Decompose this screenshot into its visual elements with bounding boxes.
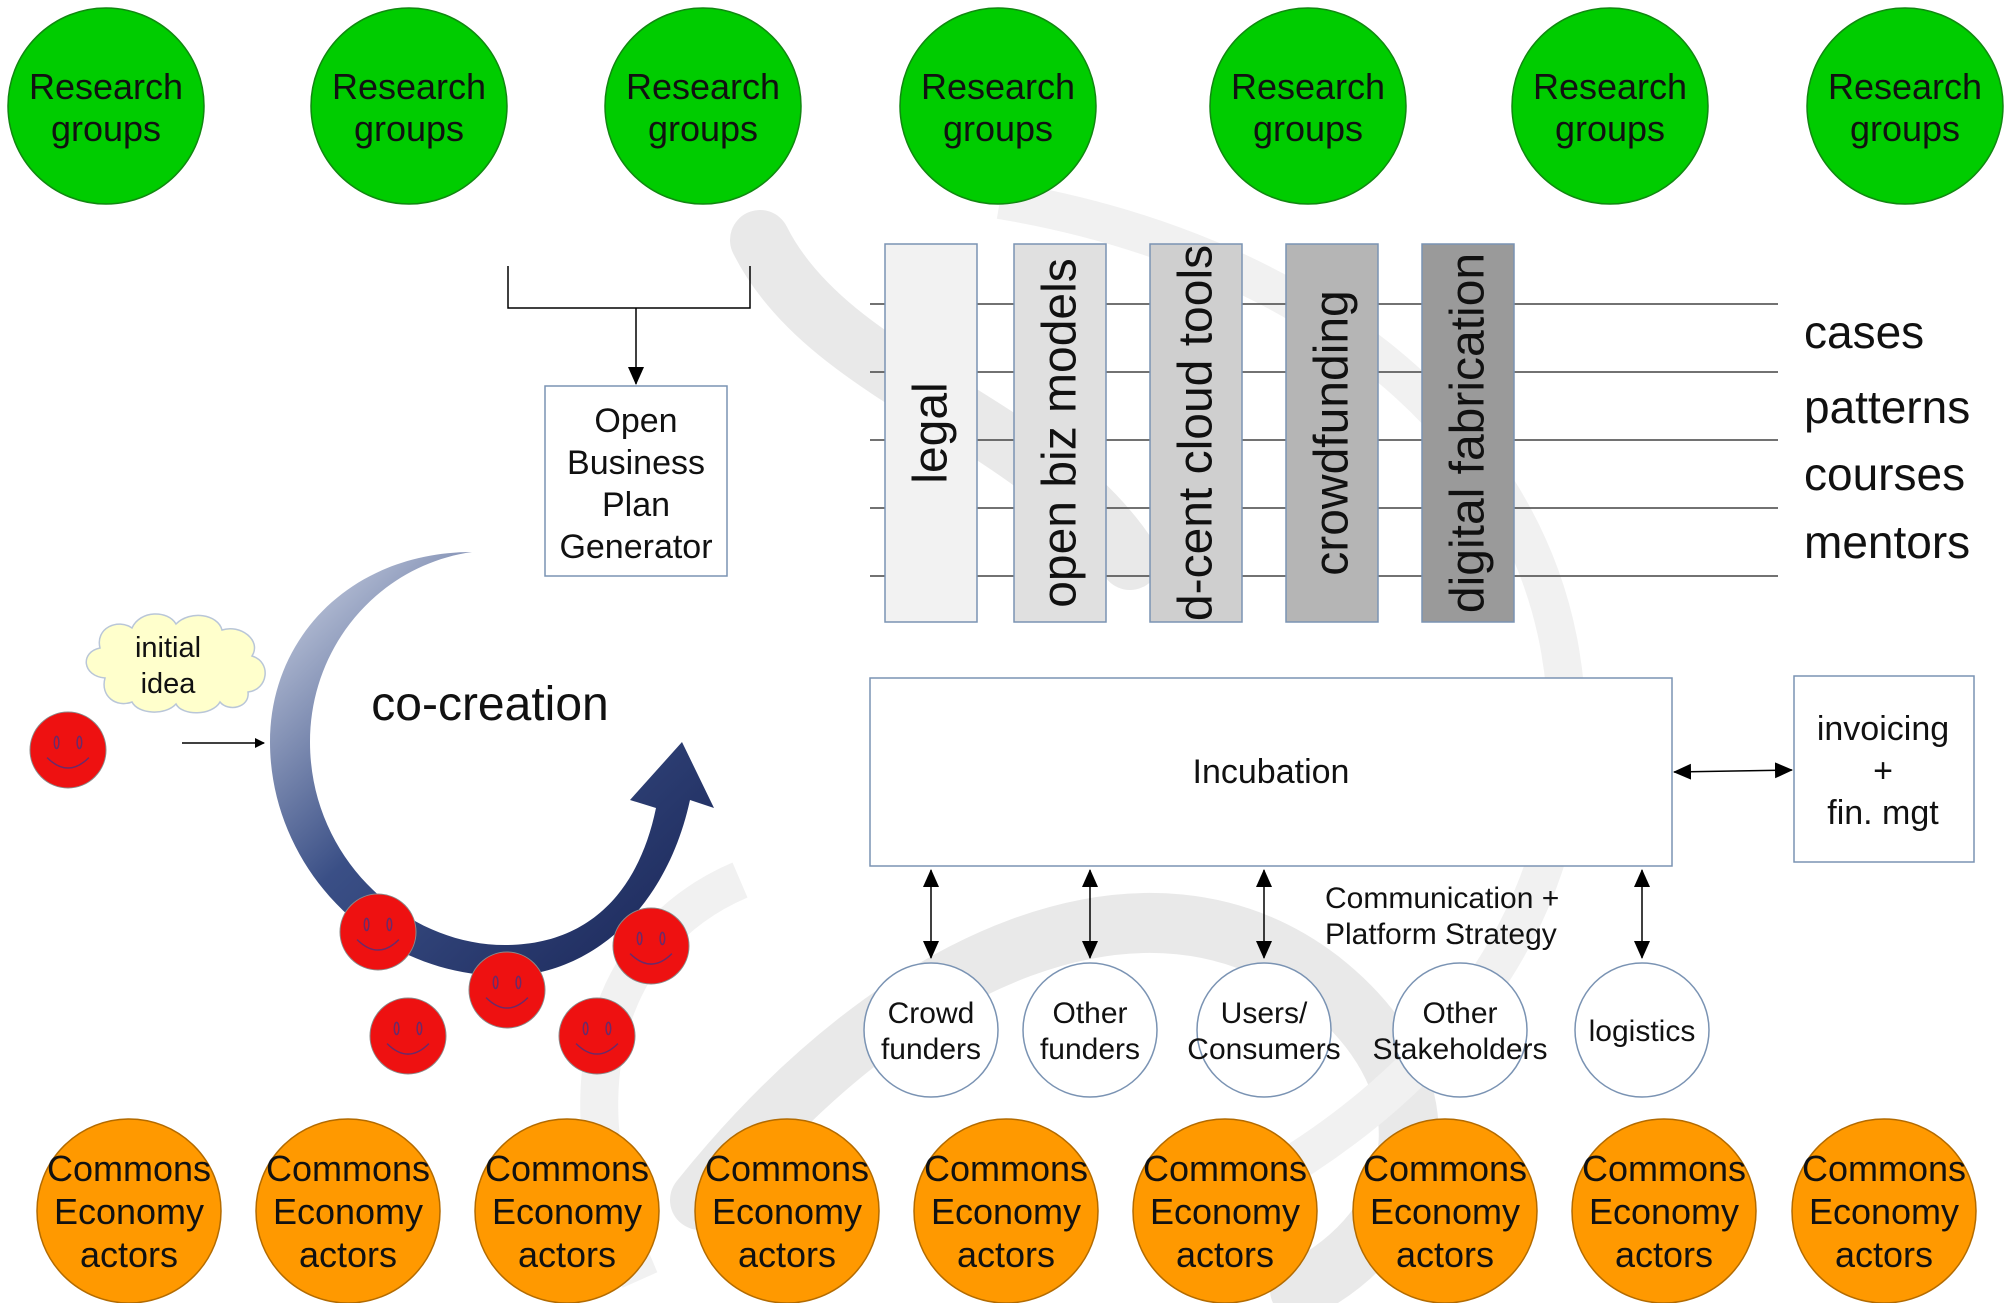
communication-label: Communication +Platform Strategy — [1325, 882, 1559, 951]
stakeholder-logistics: logistics — [1574, 962, 1710, 1098]
resource-label-mentors: mentors — [1804, 516, 1970, 568]
invoicing-box: invoicing+fin. mgt — [1793, 675, 1975, 863]
svg-text:logistics: logistics — [1589, 1015, 1696, 1048]
smiley-icon — [29, 711, 107, 789]
incubation-invoicing-arrow — [1673, 762, 1793, 780]
svg-text:Incubation: Incubation — [1193, 753, 1350, 791]
stakeholder-arrows — [923, 869, 1650, 959]
pillar-digital-fabrication: digital fabrication — [1421, 243, 1515, 623]
cocreation-label: co-creation — [371, 678, 608, 731]
resource-label-courses: courses — [1804, 448, 1965, 500]
smiley-icon — [612, 907, 690, 985]
smiley-icon — [468, 951, 546, 1029]
smiley-icon — [29, 711, 107, 789]
pillar-legal: legal — [884, 243, 978, 623]
participants-group — [339, 893, 690, 1075]
stakeholder-users-consumers: Users/Consumers — [1187, 962, 1341, 1098]
pillar-crowdfunding: crowdfunding — [1285, 243, 1379, 623]
svg-text:invoicing+fin. mgt: invoicing+fin. mgt — [1817, 710, 1949, 832]
resource-labels: cases patterns courses mentors — [1804, 306, 1970, 568]
svg-text:open biz models: open biz models — [1034, 258, 1087, 608]
smiley-icon — [558, 997, 636, 1075]
smiley-icon — [339, 893, 417, 971]
svg-text:Users/Consumers: Users/Consumers — [1187, 997, 1340, 1066]
resource-label-patterns: patterns — [1804, 381, 1970, 433]
svg-text:d-cent cloud tools: d-cent cloud tools — [1170, 245, 1223, 621]
bracket-connector — [507, 266, 751, 385]
pillars: legal open biz models d-cent cloud tools cr… — [884, 243, 1515, 623]
resource-label-cases: cases — [1804, 306, 1924, 358]
incubation-box: Incubation — [869, 677, 1673, 867]
smiley-icon — [369, 997, 447, 1075]
svg-text:digital fabrication: digital fabrication — [1442, 253, 1495, 613]
svg-text:legal: legal — [905, 382, 958, 483]
pillar-open-biz-models: open biz models — [1013, 243, 1107, 623]
svg-text:crowdfunding: crowdfunding — [1306, 290, 1359, 576]
pillar-d-cent-cloud-tools: d-cent cloud tools — [1149, 243, 1243, 623]
